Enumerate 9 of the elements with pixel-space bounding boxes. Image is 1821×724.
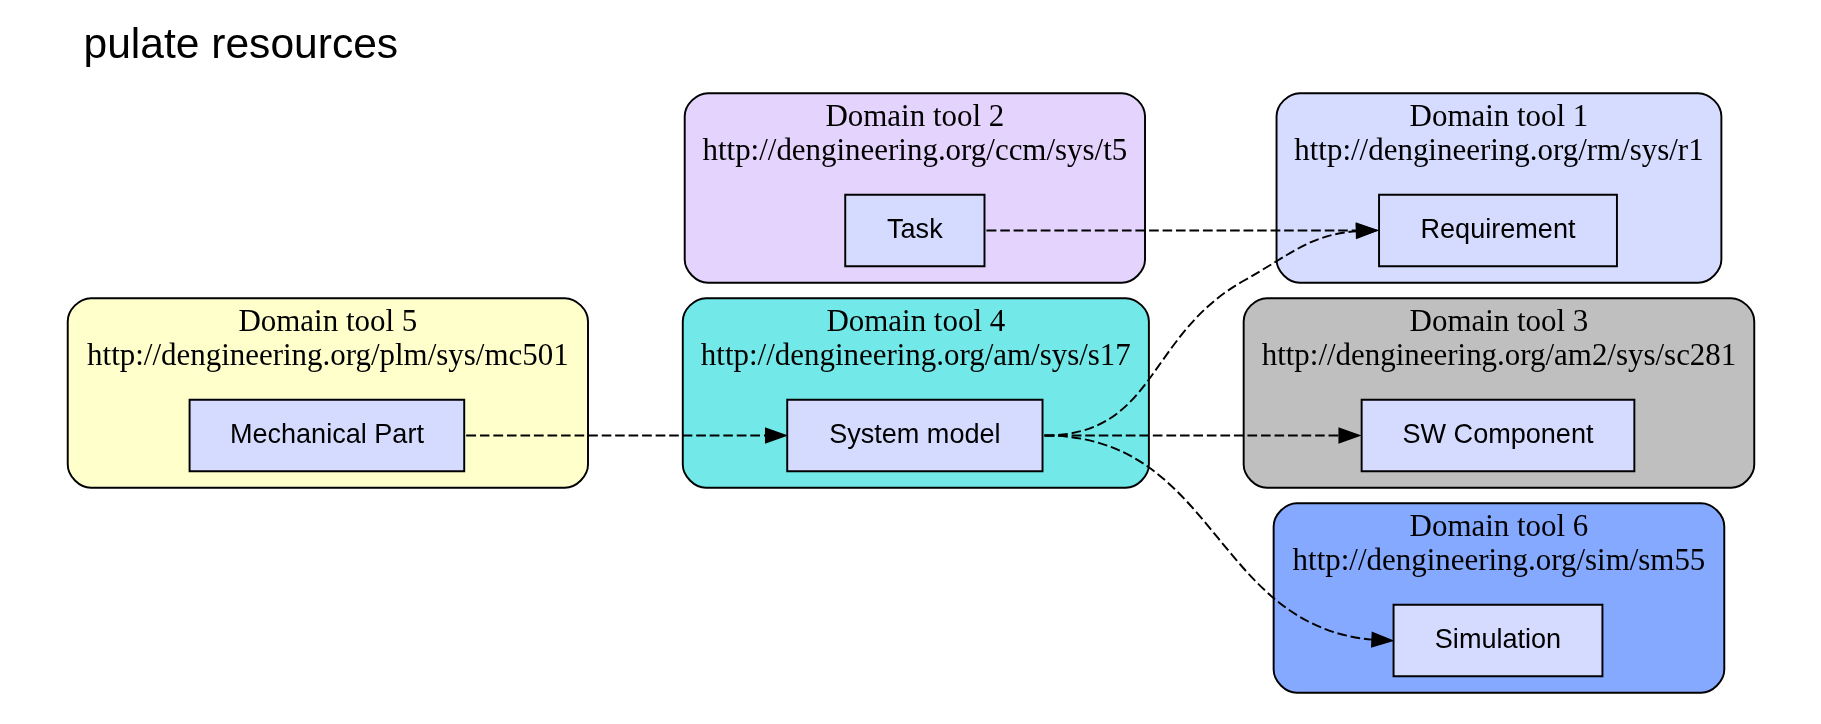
diagram-title: pulate resources [83,18,398,67]
node-box: Task [843,193,985,268]
node-box: Mechanical Part [188,398,465,473]
node-box: Simulation [1392,603,1603,678]
arrow [464,427,788,444]
node-box: SW Component [1360,398,1635,473]
node-box: Requirement [1377,193,1618,268]
node-box: System model [785,398,1043,473]
arrow [1043,434,1395,648]
